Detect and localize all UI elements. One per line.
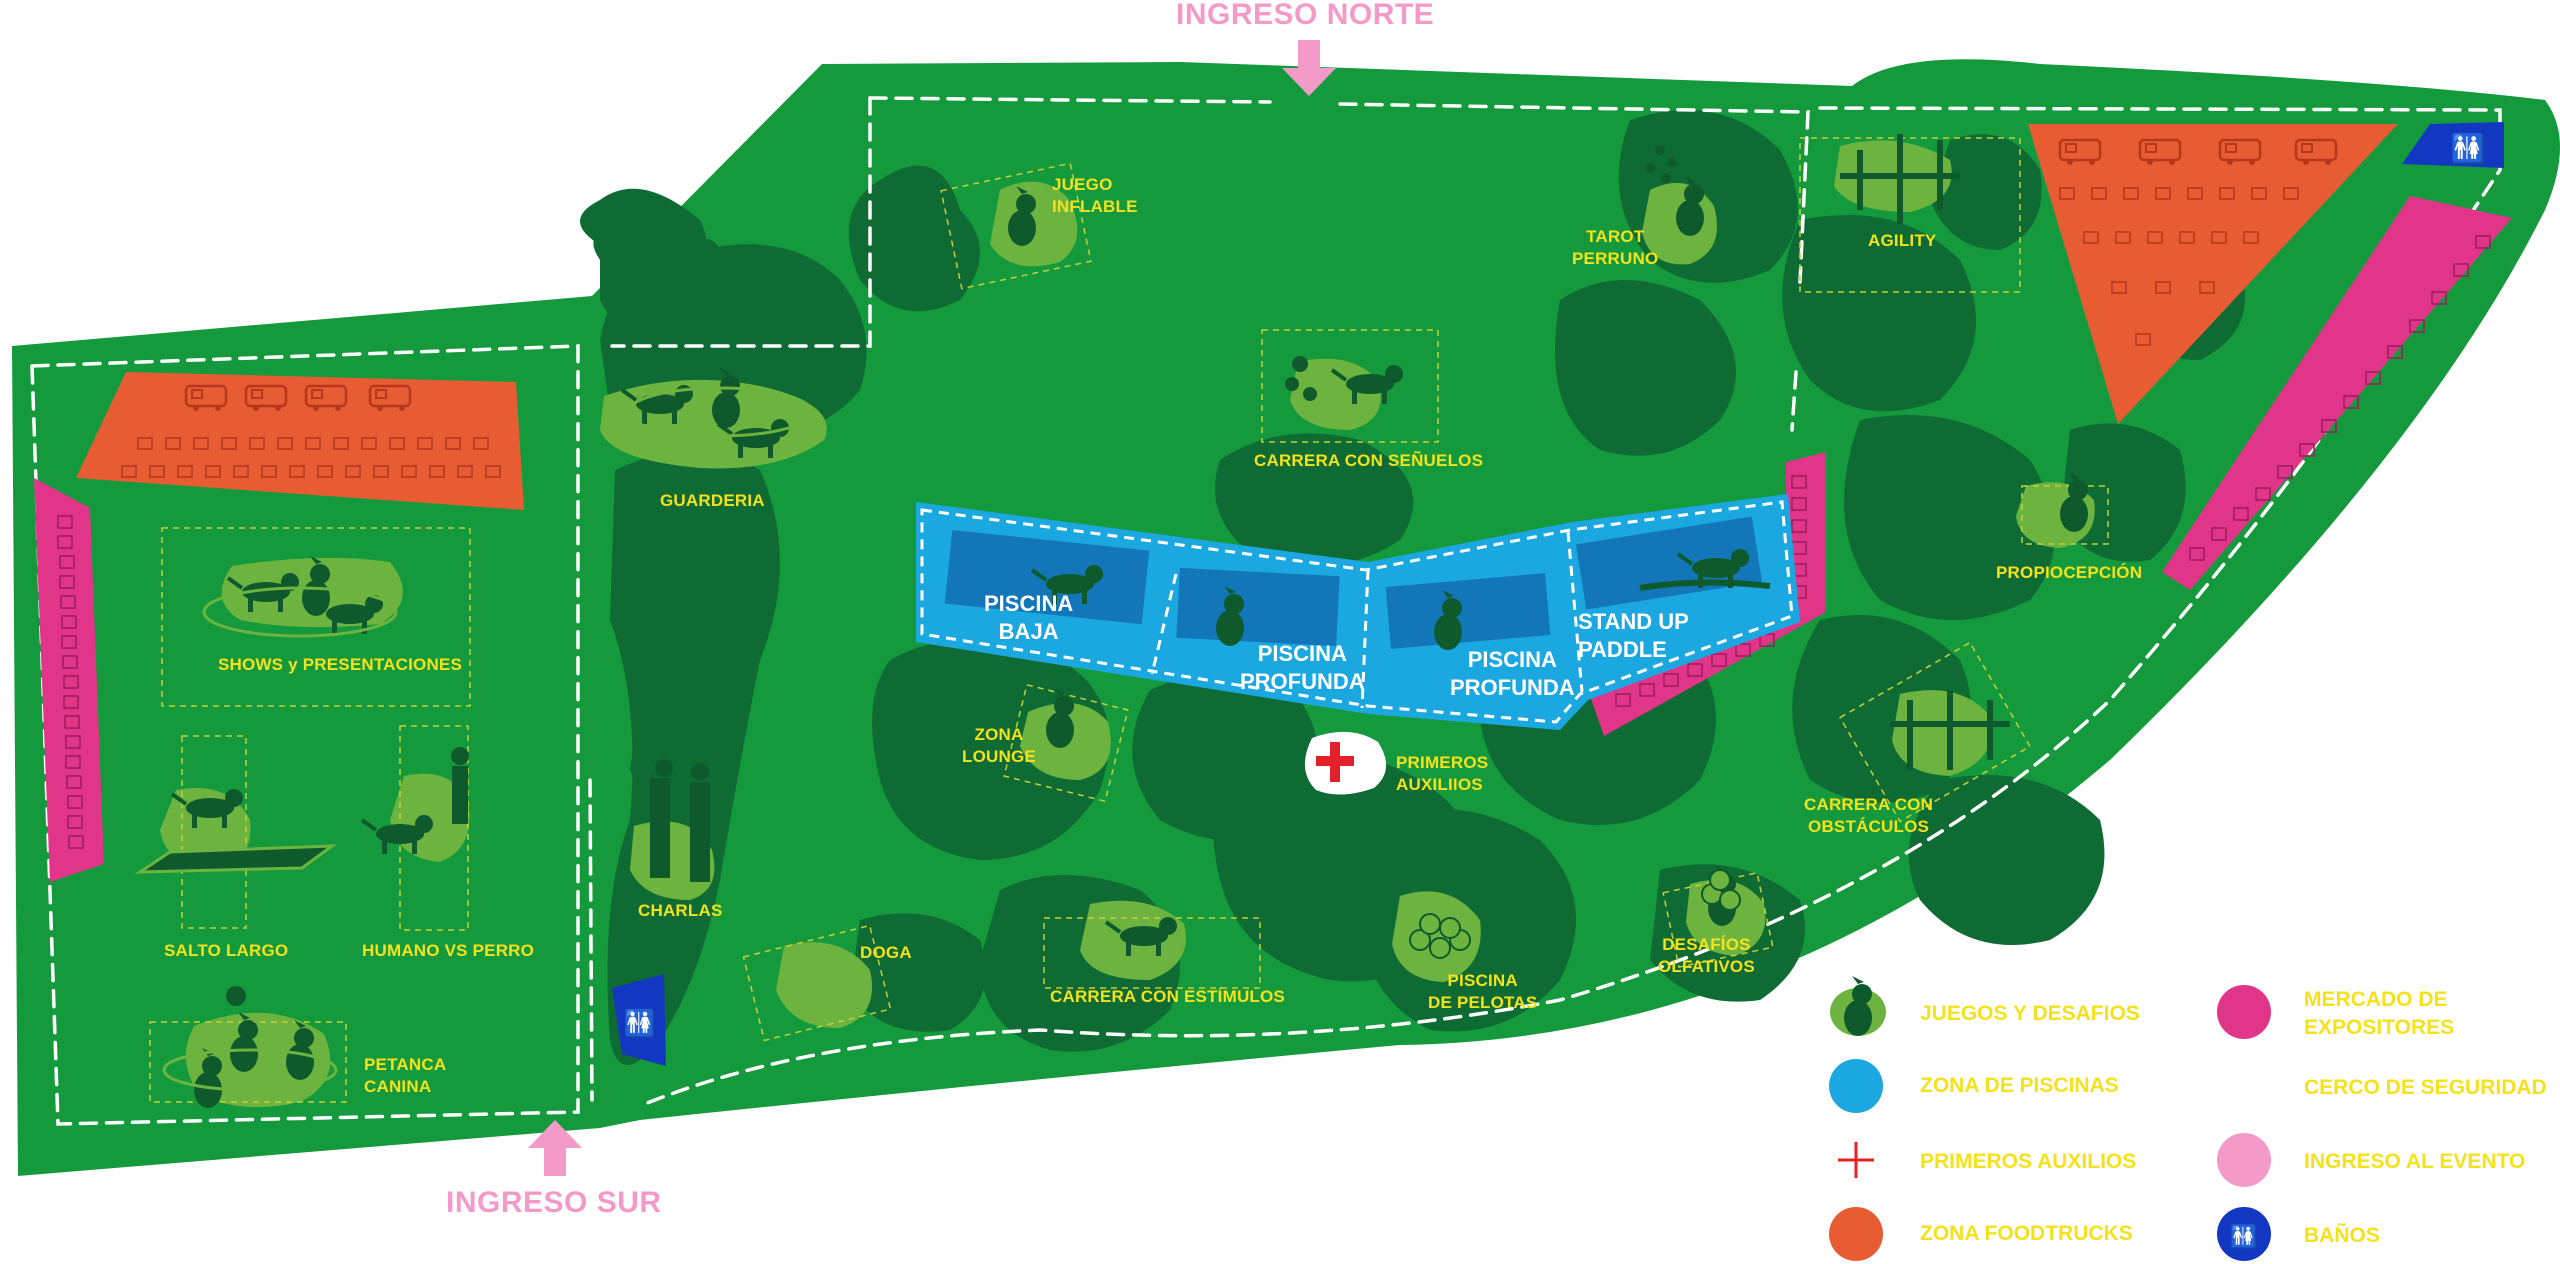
area-piscina-pelotas: PISCINA DE PELOTAS [1428, 971, 1538, 1012]
legend-symbols: 🚻 [1829, 976, 2271, 1261]
tree-island [593, 217, 740, 345]
legend-mercado: MERCADO DE EXPOSITORES [2304, 988, 2455, 1039]
entrance-south-label: INGRESO SUR [446, 1186, 662, 1219]
area-guarderia: GUARDERIA [660, 491, 765, 510]
pool-zone [916, 494, 1800, 730]
arrow-up-icon [528, 1120, 582, 1176]
svg-text:🚻: 🚻 [2451, 132, 2486, 165]
area-propiocepcion: PROPIOCEPCIÓN [1996, 563, 2143, 582]
market-stalls [34, 196, 2512, 882]
area-humano-perro: HUMANO VS PERRO [362, 941, 535, 960]
area-carrera-obstaculos: CARRERA CON OBSTÁCULOS [1804, 795, 1934, 836]
svg-text:🚻: 🚻 [624, 1008, 656, 1039]
legend-piscinas: ZONA DE PISCINAS [1920, 1074, 2119, 1097]
area-shows: SHOWS y PRESENTACIONES [218, 655, 463, 674]
pool-baja: PISCINA BAJA [984, 591, 1074, 644]
legend-juegos: JUEGOS Y DESAFIOS [1920, 1002, 2140, 1025]
guarderia-ring [626, 386, 814, 438]
area-carrera-estimulos: CARRERA CON ESTÍMULOS [1050, 987, 1285, 1006]
area-agility: AGILITY [1868, 231, 1937, 250]
area-petanca: PETANCA CANINA [364, 1055, 447, 1096]
svg-text:🚻: 🚻 [2230, 1224, 2257, 1250]
area-charlas: CHARLAS [638, 901, 723, 920]
area-zona-lounge: ZONA LOUNGE [962, 725, 1036, 766]
balls [1409, 869, 1741, 959]
people-icon [226, 747, 710, 1006]
pool-paddle: STAND UP PADDLE [1578, 609, 1689, 662]
foodtruck-zone-left [76, 372, 524, 510]
security-fence [30, 96, 2502, 1126]
first-aid-cross-icon [1304, 731, 1387, 795]
area-juego-inflable: JUEGO INFLABLE [1052, 175, 1138, 216]
area-tarot: TAROT PERRUNO [1572, 227, 1659, 268]
area-doga: DOGA [860, 943, 912, 962]
foodtruck-zone-right [2028, 124, 2398, 424]
activity-outlines [149, 137, 2109, 1103]
entrance-north-label: INGRESO NORTE [1176, 0, 1435, 31]
petanca-ring [162, 1048, 338, 1092]
pool-profunda-1: PISCINA PROFUNDA [1240, 641, 1365, 694]
legend-banos: BAÑOS [2304, 1224, 2380, 1247]
legend-cerco: CERCO DE SEGURIDAD [2304, 1076, 2547, 1099]
area-carrera-senuelos: CARRERA CON SEÑUELOS [1254, 451, 1484, 470]
agility-structures [1840, 134, 2010, 770]
restroom-icon: 🚻 🚻 [612, 122, 2504, 1066]
legend-foodtrucks: ZONA FOODTRUCKS [1920, 1222, 2133, 1245]
area-desafios-olfativos: DESAFÍOS OLFATIVOS [1658, 935, 1755, 976]
legend-auxilios: PRIMEROS AUXILIOS [1920, 1150, 2137, 1173]
arrow-down-icon [1282, 40, 1336, 96]
pool-profunda-2: PISCINA PROFUNDA [1450, 647, 1575, 700]
shows-ring [202, 586, 398, 638]
lure-dots [1285, 145, 1677, 401]
area-primeros-auxilios: PRIMEROS AUXILIIOS [1396, 753, 1489, 794]
long-jump-mat [134, 844, 337, 874]
area-salto-largo: SALTO LARGO [164, 941, 289, 960]
legend-ingreso: INGRESO AL EVENTO [2304, 1150, 2526, 1173]
